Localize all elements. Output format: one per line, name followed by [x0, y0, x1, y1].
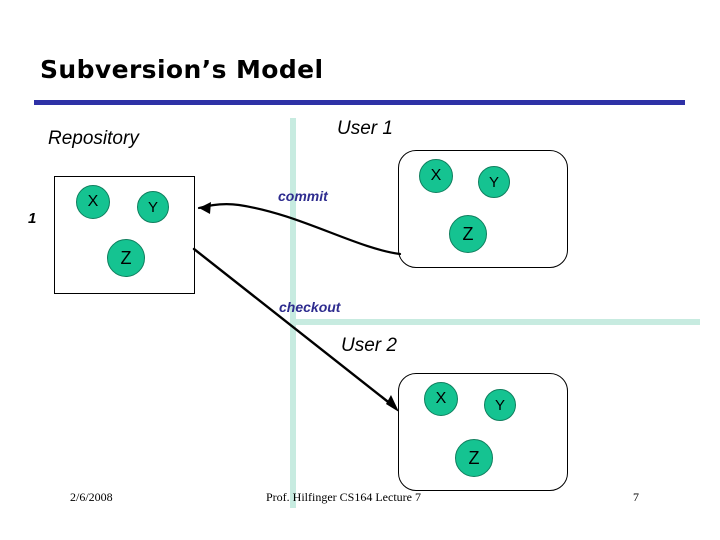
file-node-repository-z: Z — [107, 239, 145, 277]
checkout-arrow-label: checkout — [279, 299, 341, 315]
user2-workspace-box — [398, 373, 568, 491]
file-node-user2-y: Y — [484, 389, 516, 421]
user2-caption: User 2 — [341, 335, 397, 356]
file-node-repository-y: Y — [137, 191, 169, 223]
file-node-user2-x: X — [424, 382, 458, 416]
title-divider — [34, 100, 685, 105]
user1-caption: User 1 — [337, 118, 393, 139]
file-node-repository-x: X — [76, 185, 110, 219]
file-node-user1-x: X — [419, 159, 453, 193]
footer-date: 2/6/2008 — [70, 490, 113, 504]
page-title: Subversion’s Model — [40, 55, 324, 84]
file-node-user1-z: Z — [449, 215, 487, 253]
footer-course-info: Prof. Hilfinger CS164 Lecture 7 — [266, 490, 421, 504]
file-node-user1-y: Y — [478, 166, 510, 198]
step-number: 1 — [28, 210, 37, 227]
repository-box — [54, 176, 195, 294]
footer-page-number: 7 — [633, 490, 639, 504]
commit-arrow-path — [197, 203, 402, 256]
file-node-user2-z: Z — [455, 439, 493, 477]
commit-arrowhead — [199, 202, 211, 214]
repository-caption: Repository — [48, 128, 139, 149]
horizontal-guide-line — [290, 319, 700, 325]
commit-arrow-label: commit — [278, 188, 328, 204]
